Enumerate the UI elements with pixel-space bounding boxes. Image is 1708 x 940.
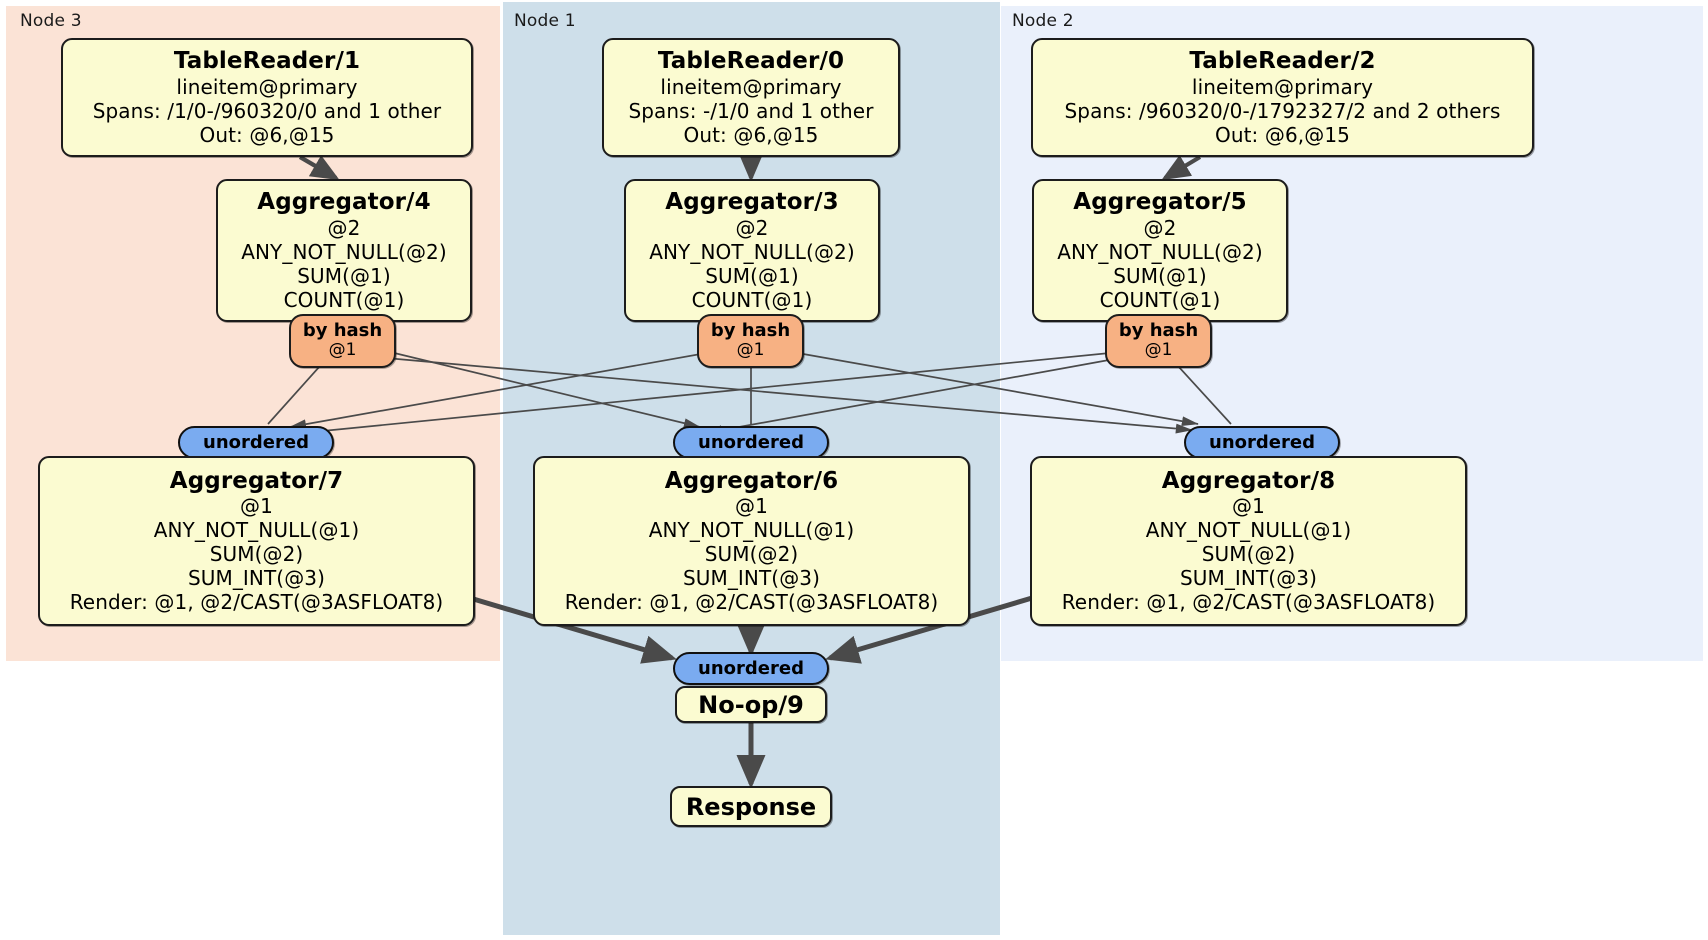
process-box-aggregator-8[interactable]: Aggregator/8 @1 ANY_NOT_NULL(@1) SUM(@2)… (1030, 456, 1467, 626)
router-by-hash-4[interactable]: by hash @1 (289, 314, 396, 368)
synchronizer-unordered-final[interactable]: unordered (673, 652, 829, 685)
router-by-hash-5[interactable]: by hash @1 (1105, 314, 1212, 368)
process-box-aggregator-5[interactable]: Aggregator/5 @2 ANY_NOT_NULL(@2) SUM(@1)… (1032, 179, 1288, 322)
process-title: Aggregator/6 (664, 467, 839, 494)
process-title: Aggregator/5 (1073, 189, 1247, 216)
process-detail: SUM(@1) (297, 263, 391, 288)
process-title: Aggregator/4 (257, 189, 431, 216)
process-title: TableReader/1 (173, 48, 361, 75)
process-detail: lineitem@primary (1191, 74, 1374, 99)
router-type-label: by hash (302, 320, 383, 342)
router-type-label: by hash (710, 320, 791, 342)
router-columns-label: @1 (328, 340, 357, 361)
process-detail: @2 (1143, 215, 1177, 240)
process-detail: @1 (735, 494, 768, 519)
process-title: Aggregator/7 (169, 467, 344, 494)
process-box-aggregator-6[interactable]: Aggregator/6 @1 ANY_NOT_NULL(@1) SUM(@2)… (533, 456, 970, 626)
process-detail: SUM_INT(@3) (187, 566, 326, 591)
process-detail: Out: @6,@15 (1215, 122, 1350, 147)
process-detail: @1 (240, 494, 273, 519)
process-detail: @2 (735, 215, 769, 240)
synchronizer-unordered-8[interactable]: unordered (1184, 426, 1340, 459)
router-type-label: by hash (1118, 320, 1199, 342)
process-detail: Render: @1, @2/CAST(@3ASFLOAT8) (1061, 590, 1436, 615)
process-box-response[interactable]: Response (670, 786, 832, 827)
process-title: Aggregator/3 (665, 189, 839, 216)
process-detail: SUM(@1) (705, 263, 799, 288)
process-title: Aggregator/8 (1161, 467, 1336, 494)
process-detail: lineitem@primary (176, 74, 358, 99)
process-box-tablereader-1[interactable]: TableReader/1 lineitem@primary Spans: /1… (61, 38, 473, 157)
node-panel-label-node1: Node 1 (514, 11, 576, 31)
process-detail: Render: @1, @2/CAST(@3ASFLOAT8) (564, 590, 939, 615)
synchronizer-unordered-6[interactable]: unordered (673, 426, 829, 459)
process-detail: Out: @6,@15 (683, 122, 819, 147)
process-box-aggregator-7[interactable]: Aggregator/7 @1 ANY_NOT_NULL(@1) SUM(@2)… (38, 456, 475, 626)
process-detail: SUM(@1) (1113, 263, 1207, 288)
process-detail: SUM_INT(@3) (682, 566, 821, 591)
process-box-noop-9[interactable]: No-op/9 (675, 686, 827, 723)
process-detail: lineitem@primary (660, 74, 842, 99)
process-detail: ANY_NOT_NULL(@2) (649, 239, 855, 264)
process-detail: ANY_NOT_NULL(@1) (153, 518, 360, 543)
process-detail: Render: @1, @2/CAST(@3ASFLOAT8) (69, 590, 444, 615)
process-detail: Spans: -/1/0 and 1 other (628, 98, 874, 123)
process-box-tablereader-2[interactable]: TableReader/2 lineitem@primary Spans: /9… (1031, 38, 1534, 157)
process-detail: @2 (327, 215, 361, 240)
router-columns-label: @1 (736, 340, 765, 361)
router-by-hash-3[interactable]: by hash @1 (697, 314, 804, 368)
process-detail: ANY_NOT_NULL(@1) (648, 518, 855, 543)
process-detail: Spans: /960320/0-/1792327/2 and 2 others (1064, 98, 1501, 123)
process-detail: COUNT(@1) (1099, 287, 1221, 312)
process-detail: ANY_NOT_NULL(@2) (241, 239, 447, 264)
process-box-aggregator-4[interactable]: Aggregator/4 @2 ANY_NOT_NULL(@2) SUM(@1)… (216, 179, 472, 322)
process-box-aggregator-3[interactable]: Aggregator/3 @2 ANY_NOT_NULL(@2) SUM(@1)… (624, 179, 880, 322)
process-detail: Out: @6,@15 (199, 122, 335, 147)
process-detail: SUM(@2) (704, 542, 799, 567)
process-detail: SUM(@2) (209, 542, 304, 567)
process-detail: COUNT(@1) (691, 287, 813, 312)
router-columns-label: @1 (1144, 340, 1173, 361)
node-panel-label-node3: Node 3 (20, 11, 82, 31)
process-detail: @1 (1232, 494, 1265, 519)
synchronizer-unordered-7[interactable]: unordered (178, 426, 334, 459)
node-panel-label-node2: Node 2 (1012, 11, 1074, 31)
process-title: TableReader/2 (1189, 48, 1376, 75)
process-detail: Spans: /1/0-/960320/0 and 1 other (92, 98, 442, 123)
process-detail: SUM(@2) (1201, 542, 1296, 567)
process-detail: ANY_NOT_NULL(@1) (1145, 518, 1352, 543)
process-detail: COUNT(@1) (283, 287, 405, 312)
process-detail: ANY_NOT_NULL(@2) (1057, 239, 1263, 264)
process-box-tablereader-0[interactable]: TableReader/0 lineitem@primary Spans: -/… (602, 38, 900, 157)
process-detail: SUM_INT(@3) (1179, 566, 1318, 591)
process-title: TableReader/0 (657, 48, 845, 75)
